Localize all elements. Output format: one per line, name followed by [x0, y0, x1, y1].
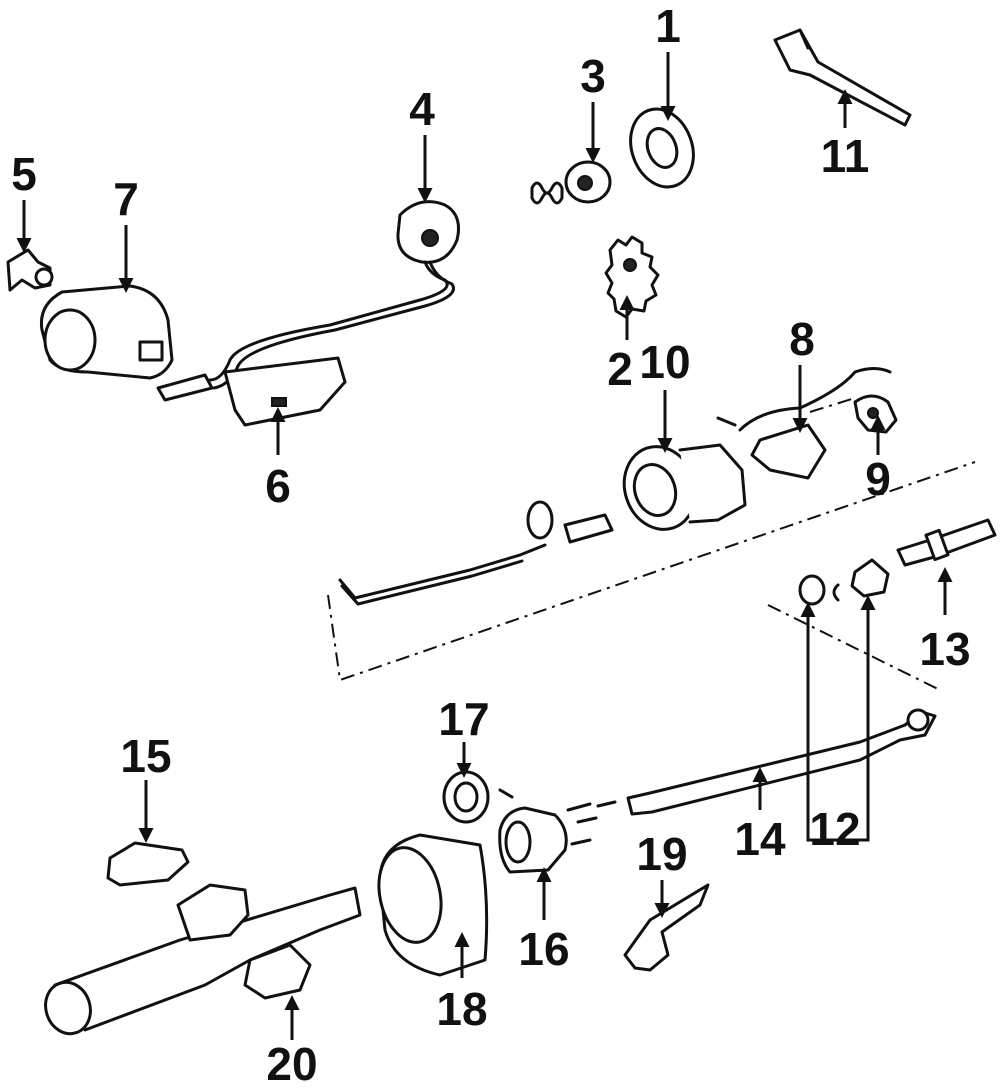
callout-1: 1	[655, 0, 681, 52]
part-11-turn-signal-lever	[773, 28, 912, 127]
part-20-column-jacket	[44, 883, 362, 1036]
callout-6: 6	[265, 460, 291, 512]
callout-13: 13	[919, 623, 970, 675]
part-14-shift-tube	[626, 708, 937, 816]
leader-lines	[16, 52, 953, 1040]
part-5-lock-bolt	[6, 248, 54, 292]
part-16-bearing-housing	[498, 800, 617, 874]
callout-19: 19	[636, 828, 687, 880]
callout-17: 17	[438, 693, 489, 745]
part-13-pivot-assembly	[896, 518, 997, 567]
callout-18: 18	[436, 983, 487, 1035]
part-15-small-bracket	[106, 841, 190, 887]
callout-5: 5	[11, 148, 37, 200]
callout-12: 12	[809, 803, 860, 855]
actuator-rod-assembly	[338, 500, 614, 606]
callout-4: 4	[409, 83, 435, 135]
leader-12-bracket	[806, 800, 870, 842]
callout-20: 20	[266, 1038, 317, 1089]
assembly-dashed-frame	[327, 461, 976, 691]
part-19-lever-clip	[623, 883, 710, 972]
part-3-nut-and-spring	[530, 160, 612, 205]
part-7-housing-cover	[39, 284, 174, 380]
part-12-retainer-rings	[798, 558, 890, 606]
part-18-shroud	[377, 833, 489, 977]
part-6-bracket	[223, 356, 347, 427]
callout-2: 2	[607, 343, 633, 395]
callout-8: 8	[789, 313, 815, 365]
callout-3: 3	[580, 50, 606, 102]
callout-11: 11	[821, 130, 870, 182]
callout-9: 9	[865, 453, 891, 505]
callout-7: 7	[113, 173, 139, 225]
part-10-lock-housing	[622, 443, 747, 531]
callout-10: 10	[639, 336, 690, 388]
callout-16: 16	[518, 923, 569, 975]
part-9-clip	[853, 394, 898, 434]
callout-15: 15	[120, 730, 171, 782]
part-8-switch	[716, 367, 892, 480]
part-1-lock-plate	[629, 107, 695, 189]
callout-14: 14	[734, 813, 786, 865]
part-2-ratchet-gear	[604, 235, 660, 319]
part-17-bearing	[442, 770, 514, 824]
callout-numbers: 1 2 3 4 5 6 7 8 9 10 11 12 13 14 15 16 1…	[11, 0, 970, 1089]
